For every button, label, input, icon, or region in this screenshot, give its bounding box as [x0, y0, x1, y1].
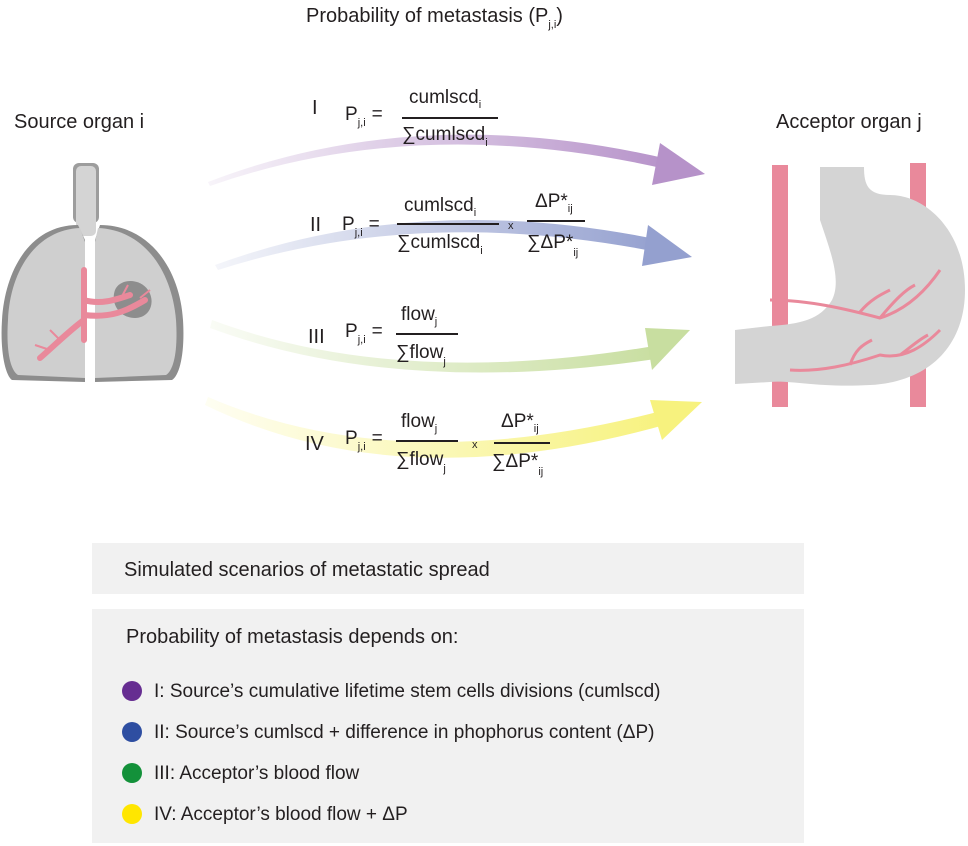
formula-I-fraction-line [402, 117, 498, 119]
formula-II-p: P [342, 214, 355, 235]
formula-II-dp-sub: ij [567, 203, 573, 215]
formula-III-num-sub: j [434, 316, 438, 328]
legend-dot-purple [122, 681, 142, 701]
formula-I-num-sub: i [478, 99, 482, 111]
formula-IV-num-text: flow [401, 411, 435, 432]
formula-IV-dp-fraction-line [494, 442, 550, 444]
formula-IV-p: P [345, 428, 358, 449]
acceptor-organ-label: Acceptor organ j [776, 111, 922, 133]
legend-label-IV: IV: Acceptor’s blood flow + ΔP [154, 804, 408, 825]
formula-II-times: x [508, 220, 514, 232]
scenarios-heading: Simulated scenarios of metastatic spread [124, 559, 490, 581]
formula-IV-denominator: ∑flowj [396, 449, 446, 475]
formula-III-p: P [345, 321, 358, 342]
arrow-scenario-II [215, 220, 692, 270]
legend-dot-blue [122, 722, 142, 742]
formula-IV-dp-sub: ij [533, 423, 539, 435]
formula-II-denominator: ∑cumlscdi [397, 232, 483, 257]
formula-IV-dp-den-text: ∑ΔP* [492, 451, 539, 472]
formula-II-dp-text: ΔP* [535, 191, 568, 212]
legend-label-I: I: Source’s cumulative lifetime stem cel… [154, 681, 661, 702]
legend-label-II: II: Source’s cumlscd + difference in pho… [154, 722, 655, 743]
legend-label-III: III: Acceptor’s blood flow [154, 763, 360, 784]
formula-II-numerator: cumlscdi [404, 195, 476, 219]
formula-II-dp-den-text: ∑ΔP* [527, 232, 574, 253]
formula-III-denominator: ∑flowj [396, 342, 446, 368]
formula-II-lhs: Pj,i = [342, 214, 380, 239]
arrow-scenario-IV [205, 397, 702, 458]
legend-dot-yellow [122, 804, 142, 824]
stomach-illustration [735, 163, 965, 407]
formula-III-num-text: flow [401, 304, 435, 325]
formula-I-num-text: cumlscd [409, 87, 479, 108]
formula-II-p-sub: j,i [354, 227, 363, 239]
formula-III-p-sub: j,i [357, 334, 366, 346]
formula-II-num-sub: i [473, 207, 477, 219]
formula-III-eq: = [371, 321, 383, 342]
formula-II-dp-fraction-line [527, 220, 585, 222]
formula-I-lhs: Pj,i = [345, 104, 383, 129]
scenario-I-numeral: I [312, 97, 318, 119]
title-close: ) [556, 5, 563, 27]
formula-IV-lhs: Pj,i = [345, 428, 383, 453]
formula-IV-numerator: flowj [401, 411, 437, 435]
title-text: Probability of metastasis (P [306, 5, 549, 27]
scenario-IV-numeral: IV [305, 433, 324, 455]
formula-IV-dp-den-sub: ij [538, 466, 544, 478]
formula-III-lhs: Pj,i = [345, 321, 383, 346]
lungs-illustration [1, 163, 184, 382]
formula-IV-dp-numerator: ΔP*ij [501, 411, 539, 435]
arrow-scenario-I [208, 134, 705, 186]
formula-IV-fraction-line [396, 440, 458, 442]
formula-IV-times: x [472, 439, 478, 451]
formula-I-p-sub: j,i [357, 117, 366, 129]
formula-II-den-text: ∑cumlscd [397, 232, 481, 253]
formula-IV-den-sub: j [443, 463, 446, 475]
title-subscript: j,i [548, 19, 557, 31]
formula-III-den-sub: j [443, 356, 446, 368]
formula-I-numerator: cumlscdi [409, 87, 481, 111]
legend-title: Probability of metastasis depends on: [126, 626, 459, 648]
page-title: Probability of metastasis (Pj,i) [306, 5, 563, 31]
formula-I-eq: = [371, 104, 383, 125]
formula-II-num-text: cumlscd [404, 195, 474, 216]
formula-I-den-sub: i [485, 137, 488, 149]
formula-I-p: P [345, 104, 358, 125]
scenario-III-numeral: III [308, 326, 325, 348]
formula-IV-eq: = [371, 428, 383, 449]
formula-III-fraction-line [396, 333, 458, 335]
formula-II-den-sub: i [480, 245, 483, 257]
formula-III-den-text: ∑flow [396, 342, 444, 363]
formula-I-denominator: ∑cumlscdi [402, 124, 488, 149]
formula-IV-num-sub: j [434, 423, 438, 435]
formula-IV-den-text: ∑flow [396, 449, 444, 470]
formula-II-dp-denominator: ∑ΔP*ij [527, 232, 578, 259]
formula-II-fraction-line [397, 223, 499, 225]
formula-II-dp-numerator: ΔP*ij [535, 191, 573, 215]
formula-IV-dp-text: ΔP* [501, 411, 534, 432]
formula-IV-dp-denominator: ∑ΔP*ij [492, 451, 543, 478]
scenario-II-numeral: II [310, 214, 322, 236]
formula-II-eq: = [368, 214, 380, 235]
formula-II-dp-den-sub: ij [573, 247, 579, 259]
formula-IV-p-sub: j,i [357, 441, 366, 453]
arrow-scenario-III [210, 320, 690, 373]
source-organ-label: Source organ i [14, 111, 145, 133]
legend-dot-green [122, 763, 142, 783]
formula-III-numerator: flowj [401, 304, 437, 328]
legend-box: Probability of metastasis depends on: I:… [92, 609, 804, 843]
formula-I-den-text: ∑cumlscd [402, 124, 486, 145]
scenarios-heading-box: Simulated scenarios of metastatic spread [92, 543, 804, 594]
